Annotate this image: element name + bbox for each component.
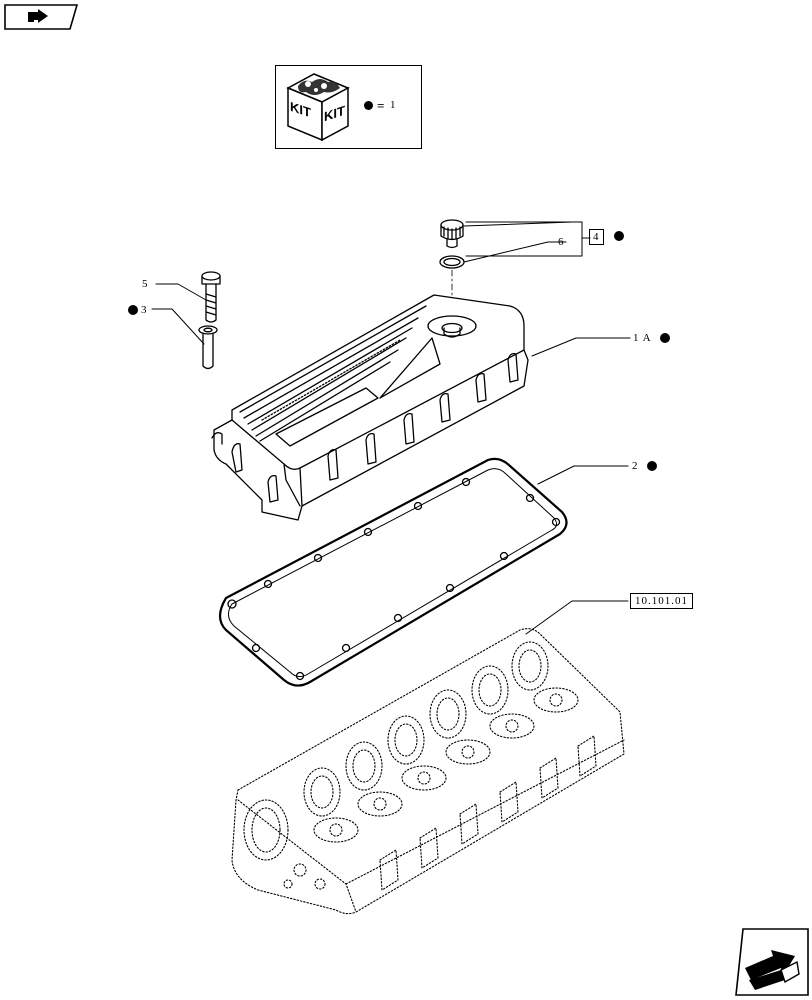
filler-cap [440, 219, 464, 249]
gasket [218, 457, 568, 687]
callout-2: 2 [632, 460, 639, 472]
kit-markers [128, 231, 670, 471]
prev-page-button[interactable] [4, 4, 78, 30]
kit-legend: KIT KIT = 1 [275, 65, 422, 149]
kit-dot-icon [364, 101, 373, 110]
callout-1a: 1 A [633, 332, 652, 344]
kit-equals: = [377, 98, 385, 113]
bolt [201, 271, 221, 323]
callout-3: 3 [141, 304, 148, 316]
callout-4: 4 [589, 229, 604, 245]
callout-5: 5 [142, 278, 149, 290]
kit-box-icon [286, 73, 350, 142]
reference-link-10-101-01[interactable]: 10.101.01 [630, 593, 693, 609]
cylinder-head [231, 628, 625, 915]
back-arrow-icon [4, 4, 78, 30]
forward-arrow-icon [735, 928, 809, 996]
kit-qty: 1 [390, 99, 396, 111]
o-ring [439, 255, 465, 269]
valve-cover [211, 294, 529, 521]
spacer-sleeve [198, 325, 218, 370]
leader-lines [151, 221, 631, 635]
callout-6: 6 [558, 236, 565, 248]
next-page-button[interactable] [735, 928, 809, 996]
